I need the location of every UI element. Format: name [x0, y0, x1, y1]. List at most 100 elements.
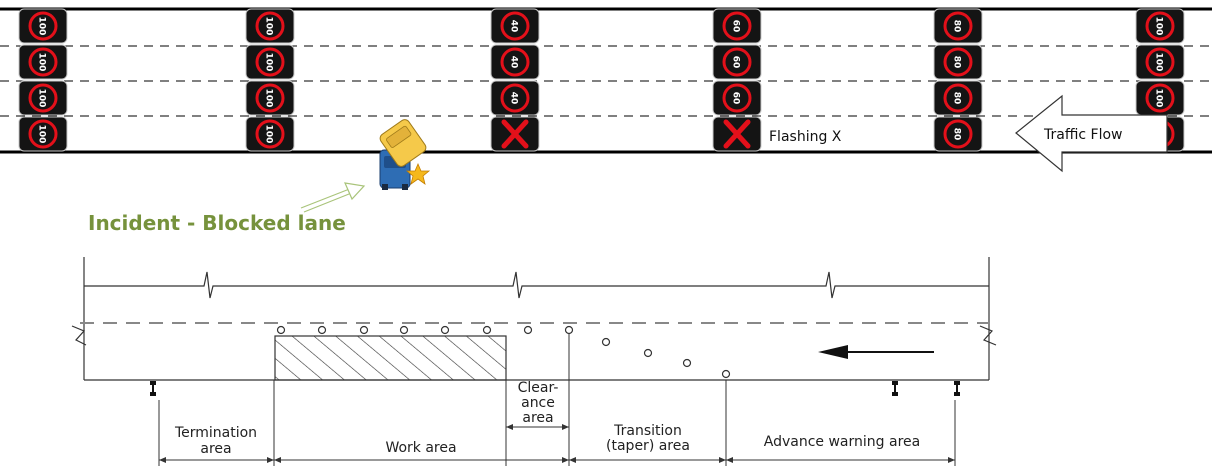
incident-graphic	[300, 119, 431, 213]
cone	[317, 325, 327, 335]
speed-limit-sign: 80	[933, 44, 983, 80]
sign-plate	[933, 8, 983, 44]
wz-left-break	[71, 325, 87, 346]
work-zone-drawing	[71, 257, 997, 381]
speed-limit-sign: 100	[1135, 44, 1185, 80]
sign-plate	[18, 80, 68, 116]
sign-speed-value: 100	[1154, 89, 1164, 108]
cone	[399, 325, 409, 335]
dimension-arrowheads	[159, 424, 955, 463]
wz-right-break	[979, 325, 997, 346]
sign-speed-value: 60	[731, 20, 741, 33]
sign-speed-value: 80	[952, 92, 962, 105]
sign-ring	[1145, 83, 1175, 113]
sign-ring	[943, 47, 973, 77]
speed-limit-sign: 40	[490, 44, 540, 80]
speed-limit-sign: 40	[490, 8, 540, 44]
sign-speed-value: 40	[509, 56, 519, 69]
transition-area-label: Transition	[613, 423, 682, 439]
sign-speed-value: 100	[264, 17, 274, 36]
cone	[440, 325, 450, 335]
sign-plate	[18, 44, 68, 80]
clearance-area-label: Clear-	[518, 380, 559, 396]
work-area-label: Work area	[385, 440, 456, 456]
sign-speed-value: 100	[1154, 53, 1164, 72]
roadside-sign-icon	[150, 381, 156, 396]
sign-speed-value: 100	[264, 89, 274, 108]
sign-ring	[722, 47, 752, 77]
incident-label: Incident - Blocked lane	[88, 211, 346, 235]
sign-plate	[18, 8, 68, 44]
sign-ring	[722, 83, 752, 113]
speed-limit-sign: 100	[1135, 80, 1185, 116]
speed-limit-sign: 100	[245, 116, 295, 152]
lane-closed-x-sign	[712, 116, 762, 152]
speed-limit-sign: 100	[18, 8, 68, 44]
speed-limit-sign: 100	[245, 8, 295, 44]
sign-ring	[943, 11, 973, 41]
sign-speed-value: 60	[731, 92, 741, 105]
speed-limit-sign: 100	[18, 116, 68, 152]
sign-ring	[255, 11, 285, 41]
sign-speed-value: 100	[37, 53, 47, 72]
transition-area-label-line2: (taper) area	[606, 438, 690, 454]
cone	[359, 325, 369, 335]
yellow-car-icon	[379, 119, 427, 167]
sign-ring	[28, 83, 58, 113]
sign-plate	[245, 8, 295, 44]
speed-limit-sign: 100	[245, 80, 295, 116]
wz-work-area-hatch	[274, 335, 507, 381]
speed-limit-sign: 60	[712, 8, 762, 44]
roadside-signs	[150, 381, 960, 396]
sign-speed-value: 40	[509, 20, 519, 33]
traffic-flow-arrow: Traffic Flow	[1015, 94, 1168, 173]
lane-closed-x-sign	[490, 116, 540, 152]
dimension-lines	[158, 380, 956, 466]
clearance-area-label-line2: ance	[521, 395, 555, 411]
cone	[682, 358, 692, 368]
speed-limit-sign: 100	[18, 80, 68, 116]
sign-ring	[28, 11, 58, 41]
sign-speed-value: 60	[731, 56, 741, 69]
speed-limit-sign: 60	[712, 80, 762, 116]
sign-ring	[255, 83, 285, 113]
sign-plate	[933, 44, 983, 80]
wz-arrow-head-icon	[818, 345, 848, 359]
sign-speed-value: 40	[509, 92, 519, 105]
sign-ring	[255, 47, 285, 77]
sign-plate	[490, 8, 540, 44]
pointer-arrow-icon	[300, 182, 366, 213]
sign-speed-value: 80	[952, 20, 962, 33]
sign-ring	[1145, 47, 1175, 77]
sign-speed-value: 100	[264, 53, 274, 72]
sign-plate	[1135, 44, 1185, 80]
sign-ring	[500, 83, 530, 113]
sign-speed-value: 80	[952, 128, 962, 141]
cone	[523, 325, 533, 335]
cone	[601, 337, 611, 347]
sign-ring	[722, 11, 752, 41]
speed-limit-sign: 40	[490, 80, 540, 116]
sign-plate	[1135, 8, 1185, 44]
sign-ring	[943, 83, 973, 113]
wz-top-boundary	[84, 271, 989, 299]
sign-speed-value: 100	[264, 125, 274, 144]
sign-speed-value: 80	[952, 56, 962, 69]
sign-speed-value: 100	[37, 89, 47, 108]
sign-plate	[245, 44, 295, 80]
sign-ring	[500, 47, 530, 77]
traffic-arrow-shape	[1015, 94, 1168, 173]
sign-plate	[712, 8, 762, 44]
clearance-area-label-line3: area	[522, 410, 553, 426]
speed-limit-sign: 100	[18, 44, 68, 80]
speed-limit-sign: 100	[245, 44, 295, 80]
sign-plate	[490, 44, 540, 80]
speed-limit-sign: 80	[933, 116, 983, 152]
roadside-sign-icon	[954, 381, 960, 396]
cone	[643, 348, 653, 358]
sign-plate	[245, 80, 295, 116]
speed-limit-sign: 60	[712, 44, 762, 80]
sign-speed-value: 100	[37, 125, 47, 144]
sign-plate	[712, 44, 762, 80]
